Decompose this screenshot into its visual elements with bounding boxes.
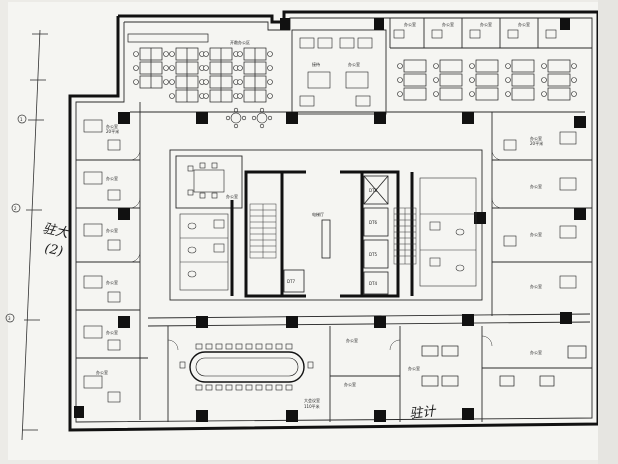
right-office-area-1: 20平米 <box>530 140 543 146</box>
bottom-office-label-1: 办公室 <box>408 365 420 371</box>
reception-room-furniture <box>299 37 373 107</box>
lift-hall-bench <box>321 219 331 259</box>
open-office-left-desks <box>127 33 267 103</box>
door-swings <box>129 149 503 351</box>
elevator-label-1: DT8 <box>369 188 378 193</box>
top-office-label-3: 办公室 <box>480 21 492 27</box>
elevator-label-2: DT6 <box>369 220 378 225</box>
core-meeting-label: 办公室 <box>226 193 238 199</box>
paper-edge-shadow <box>598 0 618 464</box>
left-office-label-2: 办公室 <box>106 175 118 181</box>
elevator-label-5: DT7 <box>287 279 296 284</box>
top-office-label-4: 办公室 <box>518 21 530 27</box>
big-meeting-room <box>189 351 305 383</box>
handwritten-note-left-1: 驻大 <box>41 221 72 241</box>
top-office-label-2: 办公室 <box>442 21 454 27</box>
reception-label-2: 办公室 <box>348 61 360 67</box>
lounge-round-tables <box>225 107 273 129</box>
meeting-room-chairs <box>179 343 314 391</box>
axis-mark-3: 3 <box>8 316 11 321</box>
elevator-label-3: DT5 <box>369 252 378 257</box>
bottom-office-label-2: 办公室 <box>530 349 542 355</box>
open-office-right-desks <box>403 59 571 101</box>
structural-columns <box>74 18 586 422</box>
left-office-label-4: 办公室 <box>106 279 118 285</box>
paper-sheet <box>8 2 613 460</box>
lift-hall-label: 电梯厅 <box>312 211 324 217</box>
handwritten-note-left-2: (2) <box>43 241 64 260</box>
left-offices-furniture <box>83 119 121 403</box>
open-office-right-chairs <box>397 63 577 97</box>
axis-mark-2: 2 <box>14 206 17 211</box>
stairs <box>249 203 417 265</box>
right-office-label-3: 办公室 <box>530 231 542 237</box>
axis-mark-1: 1 <box>20 117 23 122</box>
top-office-label-1: 办公室 <box>404 21 416 27</box>
left-office-label-1: 办公室 <box>106 123 118 129</box>
meeting-room-label: 大会议室 <box>304 397 320 403</box>
top-right-offices <box>393 29 557 39</box>
right-offices-furniture <box>503 131 577 289</box>
bottom-office-label-3: 办公室 <box>346 337 358 343</box>
open-office-left-label: 开敞办公区 <box>230 39 250 45</box>
bottom-right-desks <box>421 345 587 387</box>
open-office-left-chairs <box>133 51 273 99</box>
right-office-label-1: 办公室 <box>530 135 542 141</box>
meeting-room-area: 110平米 <box>304 403 320 409</box>
handwritten-note-bottom: 驻计 <box>409 404 438 422</box>
bottom-office-label-4: 办公室 <box>344 381 356 387</box>
axis-markers: 1 2 3 <box>5 114 27 323</box>
left-office-label-3: 办公室 <box>106 227 118 233</box>
core-toilets <box>179 177 477 291</box>
left-dimension-line <box>21 29 48 441</box>
core-walls <box>230 170 414 298</box>
reception-label: 接待 <box>312 61 320 67</box>
right-office-label-2: 办公室 <box>530 183 542 189</box>
core-meeting-room <box>187 162 225 199</box>
left-office-area-1: 20平米 <box>106 128 119 134</box>
elevator-label-4: DT4 <box>369 281 378 286</box>
right-office-label-4: 办公室 <box>530 283 542 289</box>
left-office-label-6: 办公室 <box>96 369 108 375</box>
elevator-shafts <box>283 175 389 295</box>
left-office-label-5: 办公室 <box>106 329 118 335</box>
